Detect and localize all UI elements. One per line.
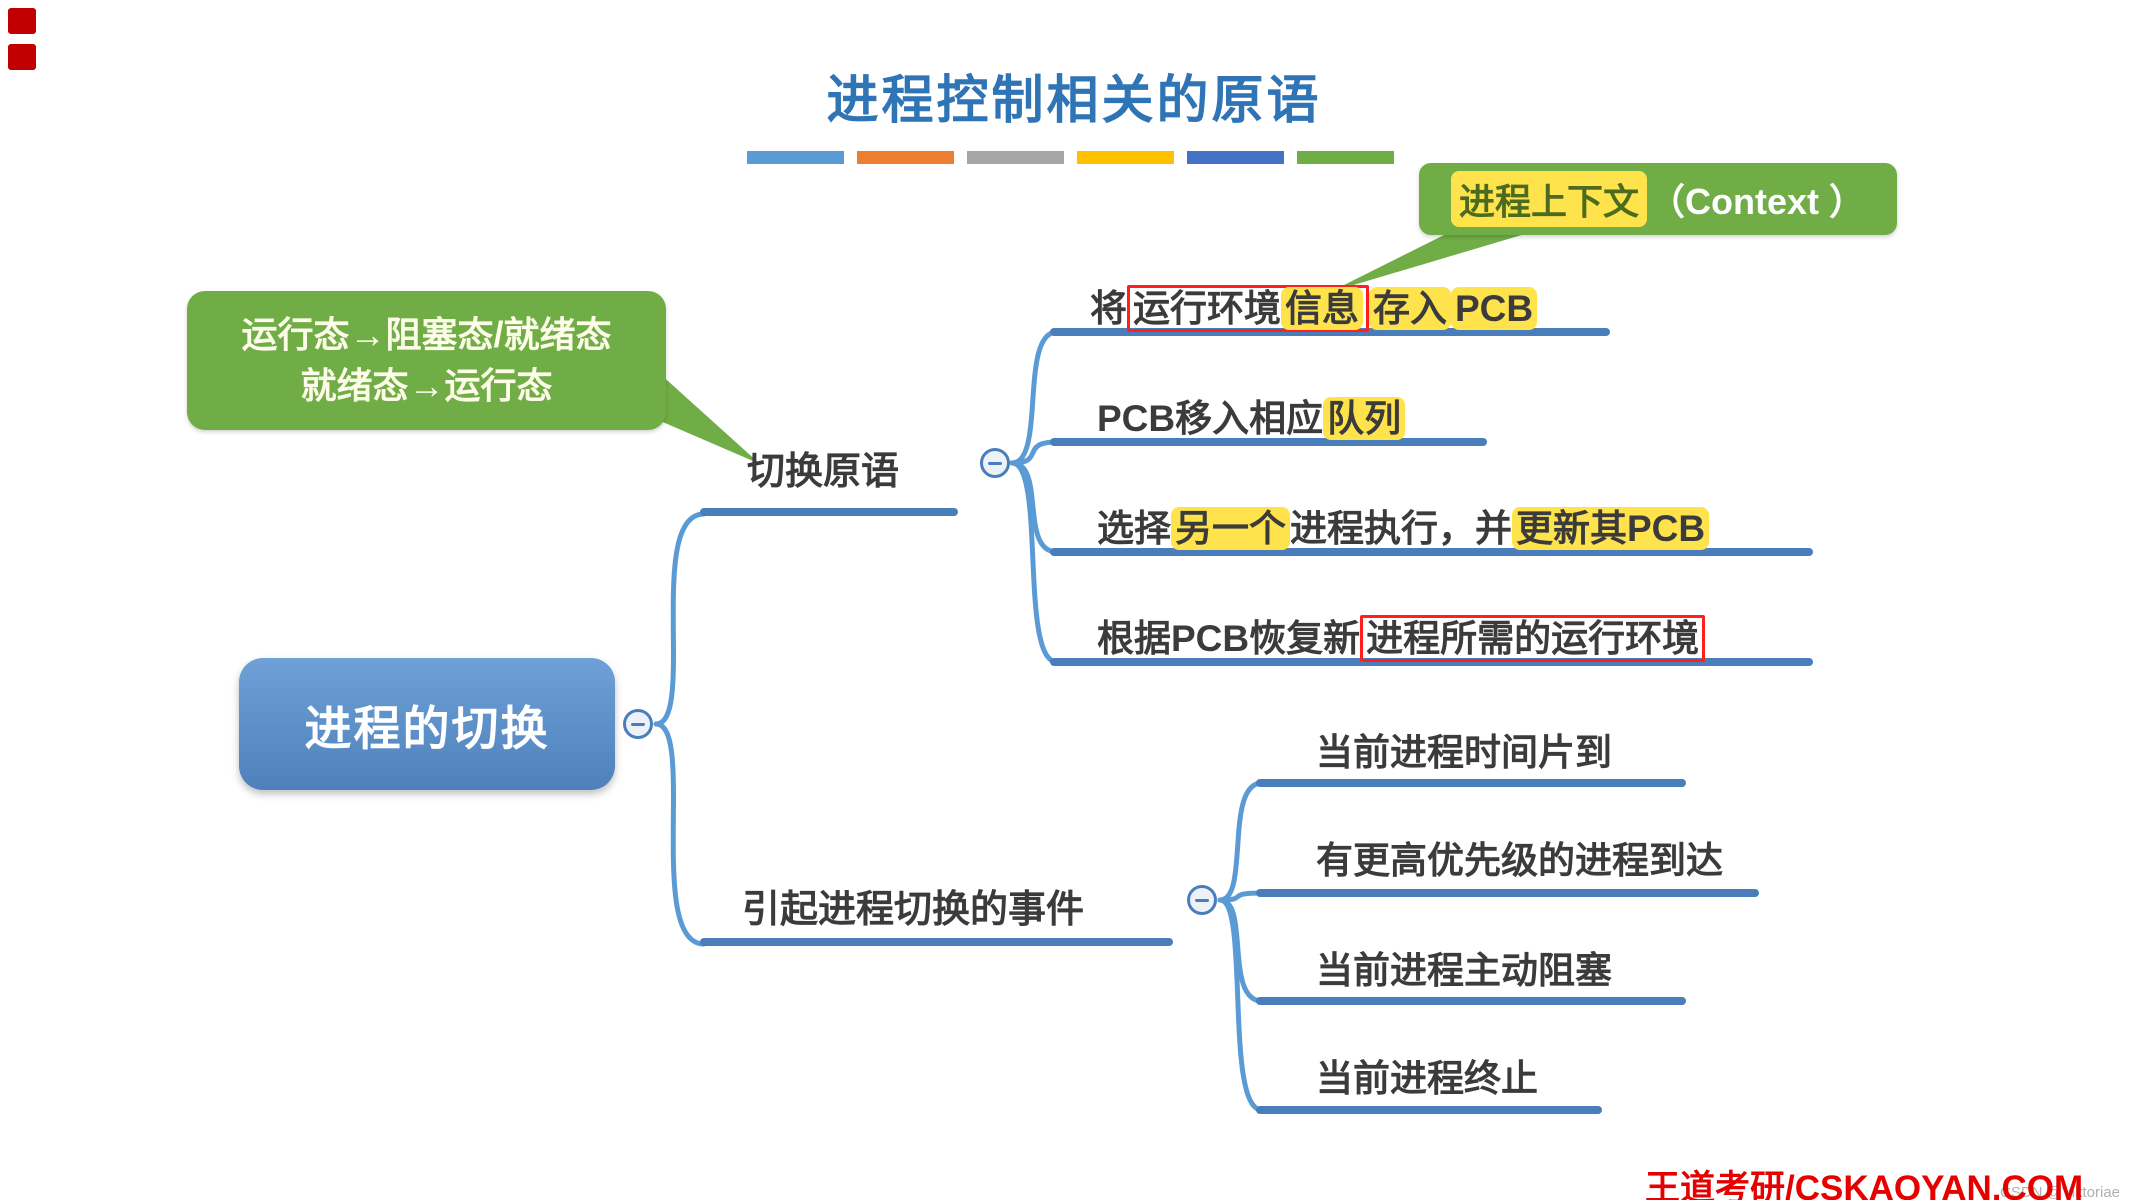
state-transition-callout: 运行态→阻塞态/就绪态 就绪态→运行态 <box>187 291 666 430</box>
root-topic-label: 进程的切换 <box>304 701 550 755</box>
plain-text: 当前进程时间片到 <box>1316 732 1612 773</box>
palette-bar <box>857 151 954 164</box>
topic-underline <box>1256 1106 1602 1114</box>
collapse-toggle-root[interactable] <box>623 709 653 739</box>
palette-bar <box>747 151 844 164</box>
collapse-toggle-branch1[interactable] <box>980 448 1010 478</box>
connector-branch1-leaf3 <box>1009 460 1060 555</box>
highlighted-text: 更新其PCB <box>1512 507 1710 550</box>
plain-text: 选择 <box>1097 508 1171 549</box>
plain-text: PCB移入相应 <box>1097 398 1324 439</box>
context-callout-text: （Context ） <box>1649 181 1866 222</box>
highlighted-text: 存入 <box>1369 287 1451 330</box>
connector-branch1-leaf2 <box>1009 439 1060 466</box>
leaf-terminate: 当前进程终止 <box>1316 1048 1538 1102</box>
connector-branch2-leaf3 <box>1217 897 1265 1004</box>
plain-text: 进程执行，并 <box>1290 508 1512 549</box>
topic-underline <box>1256 997 1686 1005</box>
topic-underline <box>1256 779 1686 787</box>
leaf-timeslice-expire: 当前进程时间片到 <box>1316 722 1612 776</box>
plain-text: 当前进程主动阻塞 <box>1316 950 1612 991</box>
connector-branch1-leaf4 <box>1009 460 1060 665</box>
highlighted-text: 信息 <box>1281 287 1363 330</box>
state-transition-line2: 就绪态→运行态 <box>300 364 553 406</box>
state-transition-line1: 运行态→阻塞态/就绪态 <box>241 314 612 356</box>
leaf-move-pcb-queue: PCB移入相应队列 <box>1097 388 1406 442</box>
topic-underline <box>1050 328 1610 336</box>
collapse-toggle-branch2[interactable] <box>1187 885 1217 915</box>
context-callout-highlight: 进程上下文 <box>1450 171 1647 227</box>
connector-root-branch1 <box>653 511 707 727</box>
palette-bar <box>967 151 1064 164</box>
leaf-higher-priority-arrive: 有更高优先级的进程到达 <box>1316 830 1723 884</box>
red-marker-icon <box>8 8 36 34</box>
topic-underline <box>700 938 1173 946</box>
leaf-select-next-process: 选择另一个进程执行，并更新其PCB <box>1097 498 1710 552</box>
topic-underline <box>1050 438 1487 446</box>
palette-bars <box>747 151 1394 164</box>
root-topic: 进程的切换 <box>239 658 615 790</box>
leaf-active-block: 当前进程主动阻塞 <box>1316 940 1612 994</box>
highlighted-text: PCB <box>1451 287 1538 330</box>
red-emphasis-box: 运行环境信息 <box>1127 285 1369 332</box>
leaf-restore-env: 根据PCB恢复新进程所需的运行环境 <box>1097 608 1706 662</box>
topic-underline <box>1256 889 1759 897</box>
palette-bar <box>1187 151 1284 164</box>
topic-underline <box>700 508 958 516</box>
plain-text: 进程所需的运行环境 <box>1366 618 1700 659</box>
connector-branch2-leaf4 <box>1217 897 1265 1113</box>
branch-switch-primitives: 切换原语 <box>747 451 900 493</box>
minus-icon <box>631 722 645 726</box>
topic-underline <box>1050 548 1813 556</box>
red-marker-icon <box>8 44 36 70</box>
page-title: 进程控制相关的原语 <box>826 70 1322 131</box>
minus-icon <box>988 461 1002 465</box>
branch-switch-events: 引起进程切换的事件 <box>742 889 1085 931</box>
plain-text: 运行环境 <box>1133 288 1281 329</box>
connector-root-branch2 <box>653 721 707 947</box>
states-callout-tail <box>658 372 760 464</box>
palette-bar <box>1297 151 1394 164</box>
csdn-watermark: CSDN @Viktoriae <box>2000 1184 2120 1200</box>
red-emphasis-box: 进程所需的运行环境 <box>1360 615 1706 662</box>
connector-branch2-leaf1 <box>1217 780 1265 903</box>
palette-bar <box>1077 151 1174 164</box>
highlighted-text: 队列 <box>1323 397 1406 440</box>
plain-text: 将 <box>1090 288 1127 329</box>
plain-text: 当前进程终止 <box>1316 1058 1538 1099</box>
plain-text: 根据PCB恢复新 <box>1097 618 1361 659</box>
brand-text: 王道考研/CSKAOYAN.COM <box>1645 1169 2084 1200</box>
minus-icon <box>1195 898 1209 902</box>
plain-text: 有更高优先级的进程到达 <box>1316 840 1723 881</box>
context-callout: 进程上下文 （Context ） <box>1419 163 1897 235</box>
topic-underline <box>1050 658 1813 666</box>
highlighted-text: 另一个 <box>1171 507 1290 550</box>
